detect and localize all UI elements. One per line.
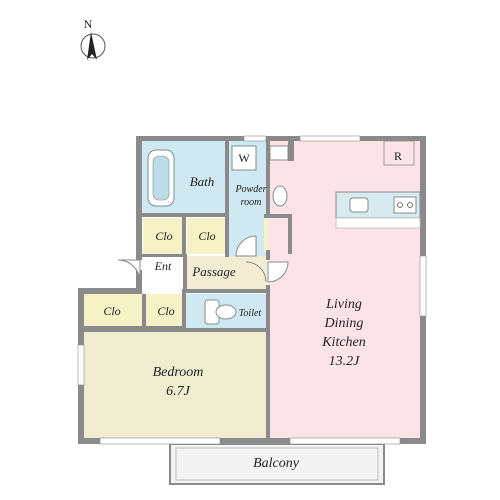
bath-label: Bath	[190, 174, 215, 189]
burner-icon	[407, 202, 413, 208]
closet-d-label: Clo	[157, 304, 174, 318]
closet-b-area	[187, 218, 227, 254]
window-left	[77, 344, 85, 386]
ldk-label-1: Living	[325, 297, 362, 312]
balcony-label: Balcony	[253, 456, 300, 471]
closet-a-area	[143, 218, 183, 254]
counter-bar	[335, 217, 421, 229]
washer-space	[231, 145, 257, 171]
window-top-1	[243, 135, 267, 142]
entrance-door[interactable]	[117, 259, 141, 283]
stove-icon	[393, 196, 417, 214]
toilet-bowl-icon	[215, 304, 237, 320]
refrigerator-space	[383, 140, 415, 166]
balcony-inner-line	[175, 447, 379, 481]
toilet-door[interactable]	[267, 261, 289, 283]
passage-label: Passage	[191, 264, 236, 279]
window-top-2	[299, 135, 361, 142]
refrigerator-label: R	[394, 149, 402, 163]
kitchen-sink-icon	[349, 197, 369, 213]
bedroom-closets-area	[84, 294, 182, 326]
window-bedroom	[99, 437, 221, 445]
closet-b-label: Clo	[198, 229, 215, 243]
closet-a-label: Clo	[155, 229, 172, 243]
storage-box	[269, 145, 289, 161]
powder-room-label-1: Powder	[234, 184, 266, 195]
ldk-label-2: Dining	[324, 316, 364, 331]
powder-room-door[interactable]	[235, 235, 257, 257]
entrance-label: Ent	[154, 259, 172, 273]
burner-icon	[397, 202, 403, 208]
bedroom-area	[84, 330, 268, 439]
interior-walls	[84, 141, 294, 440]
window-right	[419, 255, 427, 317]
north-compass: N	[80, 17, 106, 60]
powder-room-label-2: room	[241, 197, 262, 208]
wash-basin-icon	[272, 185, 288, 207]
compass-letter: N	[84, 17, 93, 31]
bedroom-label: Bedroom	[153, 365, 204, 380]
passage-area	[187, 256, 267, 290]
ldk-label-3: Kitchen	[321, 335, 366, 350]
passage-door-arc	[245, 261, 267, 283]
bedroom-size-label: 6.7J	[166, 384, 191, 399]
toilet-label: Toilet	[239, 308, 262, 319]
closet-c-label: Clo	[103, 304, 120, 318]
washer-label: W	[238, 151, 250, 165]
ldk-area	[268, 141, 420, 439]
window-ldk	[289, 437, 401, 445]
bathtub-inner	[152, 155, 170, 201]
compass-needle-icon	[87, 32, 97, 60]
ldk-size-label: 13.2J	[329, 354, 361, 369]
